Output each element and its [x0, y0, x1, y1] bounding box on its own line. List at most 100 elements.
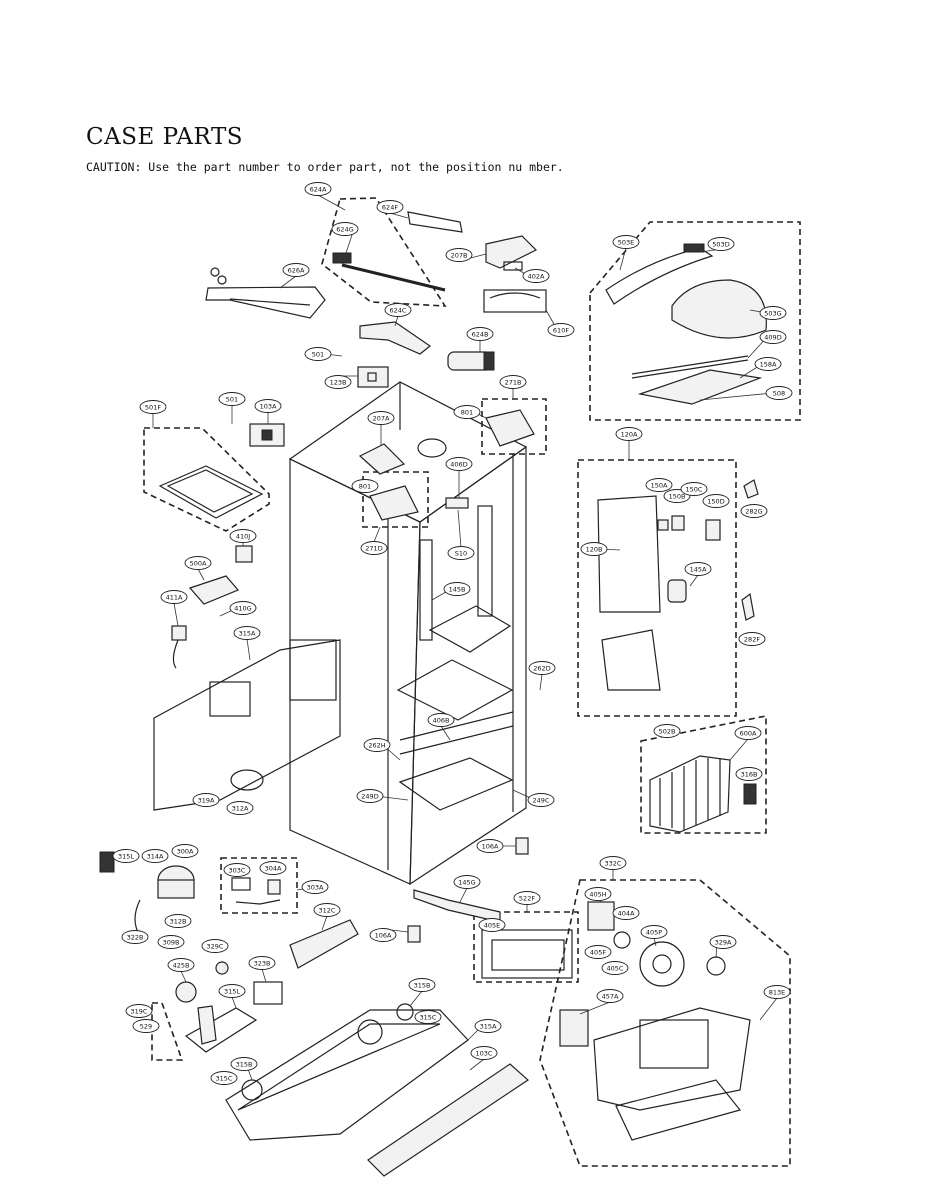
callout-oval — [528, 661, 556, 675]
callout-312a: 312A — [226, 801, 254, 815]
callout-oval — [210, 1071, 238, 1085]
relay-410J-part — [235, 545, 253, 563]
callout-oval — [759, 306, 787, 320]
callout-oval — [369, 928, 397, 942]
control-box-group-outline — [577, 459, 737, 717]
callout-315c: 315C — [414, 1010, 442, 1024]
callout-text: 282F — [744, 635, 760, 643]
bracket-207A-part — [358, 438, 447, 475]
callout-text: 624G — [336, 225, 353, 233]
callout-oval — [112, 849, 140, 863]
callout-oval — [478, 918, 506, 932]
callout-oval — [331, 222, 359, 236]
callout-oval — [132, 1019, 160, 1033]
callout-text: 503D — [712, 240, 729, 248]
callout-text: S10 — [455, 549, 467, 557]
callout-text: 501F — [145, 403, 161, 411]
callout-text: 312C — [319, 906, 336, 914]
callout-oval — [584, 945, 612, 959]
callout-oval — [229, 601, 257, 615]
callout-text: 145A — [690, 565, 707, 573]
callout-oval — [259, 861, 287, 875]
callout-271d: 271D — [360, 541, 388, 555]
callout-oval — [363, 738, 391, 752]
callout-315a: 315A — [474, 1019, 502, 1033]
control-box-part — [597, 479, 759, 691]
callout-text: 309B — [163, 938, 180, 946]
sensor-406D-part — [445, 497, 469, 509]
callout-145g: 145G — [453, 875, 481, 889]
callout-500a: 500A — [184, 556, 212, 570]
callout-oval — [765, 386, 793, 400]
callout-oval — [734, 726, 762, 740]
callout-120b: 120B — [580, 542, 608, 556]
drain-pan-part — [481, 929, 573, 979]
callout-text: 106A — [482, 842, 499, 850]
callout-text: 103A — [260, 402, 277, 410]
callout-316b: 316B — [735, 767, 763, 781]
callout-text: 508 — [773, 389, 785, 397]
callout-oval — [121, 930, 149, 944]
callout-oval — [640, 925, 668, 939]
callout-329a: 329A — [709, 935, 737, 949]
callout-oval — [282, 263, 310, 277]
callout-text: 207B — [451, 251, 468, 259]
callout-300a: 300A — [171, 844, 199, 858]
callout-text: 207A — [373, 414, 390, 422]
cord-411A-part — [171, 625, 187, 669]
callout-text: 271D — [365, 544, 382, 552]
callout-oval — [360, 541, 388, 555]
callout-405c: 405C — [601, 961, 629, 975]
callout-oval — [233, 626, 261, 640]
callout-text: 304A — [265, 864, 282, 872]
back-cover-315A-part — [153, 639, 341, 811]
callout-oval — [356, 789, 384, 803]
callout-oval — [201, 939, 229, 953]
callout-oval — [684, 562, 712, 576]
callout-text: 500A — [190, 559, 207, 567]
callout-262h: 262H — [363, 738, 391, 752]
hinge-lower-part — [369, 485, 419, 521]
guide-610F-part — [483, 289, 547, 313]
callout-oval — [218, 392, 246, 406]
callout-text: 610F — [553, 326, 569, 334]
callout-309b: 309B — [157, 935, 185, 949]
callout-813e: 813E — [763, 985, 791, 999]
grille-103C-part — [367, 1063, 529, 1177]
callout-303c: 303C — [223, 863, 251, 877]
callout-oval — [612, 906, 640, 920]
caution-note: CAUTION: Use the part number to order pa… — [86, 160, 564, 174]
callout-610f: 610F — [547, 323, 575, 337]
callout-oval — [229, 529, 257, 543]
callout-600a: 600A — [734, 726, 762, 740]
callout-text: 150C — [686, 485, 703, 493]
callout-303a: 303A — [301, 880, 329, 894]
callout-text: 626A — [288, 266, 305, 274]
callout-oval — [254, 399, 282, 413]
callout-text: 329C — [207, 942, 224, 950]
callout-oval — [230, 1057, 258, 1071]
hinge-upper-part — [485, 409, 535, 447]
callout-207a: 207A — [367, 411, 395, 425]
callout-text: 315A — [239, 629, 256, 637]
callout-text: 150D — [707, 497, 724, 505]
callout-103a: 103A — [254, 399, 282, 413]
motor-624B-part — [447, 351, 495, 371]
callout-text: 405F — [590, 948, 606, 956]
callout-text: 150A — [651, 481, 668, 489]
callout-text: 406B — [433, 716, 450, 724]
callout-oval — [476, 839, 504, 853]
callout-oval — [184, 556, 212, 570]
callout-text: 600A — [740, 729, 757, 737]
callout-oval — [447, 546, 475, 560]
callout-text: 271B — [505, 378, 522, 386]
callout-text: 249D — [361, 792, 378, 800]
callout-text: 502B — [659, 727, 676, 735]
callout-oval — [453, 405, 481, 419]
duct-312C-part — [289, 919, 359, 969]
callout-801: 801 — [453, 405, 481, 419]
callout-text: 319C — [131, 1007, 148, 1015]
callout-oval — [735, 767, 763, 781]
ice-maker-rod-part — [332, 211, 463, 292]
callout-text: 315B — [414, 981, 431, 989]
